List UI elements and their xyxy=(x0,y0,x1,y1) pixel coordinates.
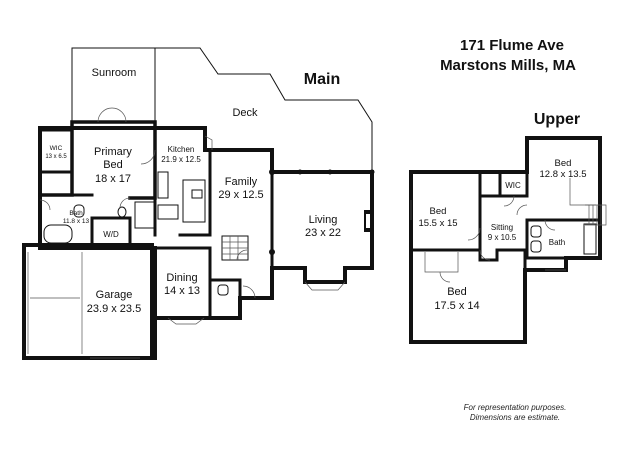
staircase xyxy=(585,204,607,226)
bay-window xyxy=(204,135,213,150)
wic-upper-label: WIC xyxy=(505,181,521,190)
kitchen-counter xyxy=(157,204,179,220)
upper-floor-title: Upper xyxy=(534,111,580,128)
column-post xyxy=(369,169,375,175)
closet xyxy=(569,178,596,206)
sitting-dims: 9 x 10.5 xyxy=(488,233,517,242)
door-swing xyxy=(503,195,515,207)
primary-bed-label-2: Bed xyxy=(103,159,123,171)
garage-dims: 23.9 x 23.5 xyxy=(87,303,141,315)
bed-b-dims: 12.8 x 13.5 xyxy=(539,169,586,180)
main-floor-title: Main xyxy=(304,71,340,88)
door-swing xyxy=(544,219,556,231)
bath-main-dims: 11.8 x 13 xyxy=(63,218,90,225)
bath-wall xyxy=(38,193,132,250)
bathtub xyxy=(43,224,73,244)
kitchen-counter xyxy=(157,171,169,199)
stair-treads xyxy=(222,236,248,260)
sink xyxy=(117,206,127,218)
column-post xyxy=(269,169,275,175)
bay-window xyxy=(167,317,205,325)
address-line-1: 171 Flume Ave xyxy=(460,37,564,54)
bay-window xyxy=(304,281,346,291)
garage-wall xyxy=(22,243,154,360)
column-post xyxy=(327,169,333,175)
door-swing xyxy=(479,249,491,261)
primary-bed-label-1: Primary xyxy=(94,146,132,158)
toilet xyxy=(530,240,542,253)
deck-outline xyxy=(155,47,373,172)
kitchen-dims: 21.9 x 12.5 xyxy=(161,155,201,164)
dining-dims: 14 x 13 xyxy=(164,285,200,297)
living-dims: 23 x 22 xyxy=(305,227,341,239)
living-label: Living xyxy=(309,214,338,226)
toilet xyxy=(217,284,229,296)
closet xyxy=(424,252,459,273)
garage-label: Garage xyxy=(96,289,133,301)
wic-main-dims: 13 x 6.5 xyxy=(45,154,67,160)
door-swing xyxy=(39,199,51,211)
sink xyxy=(191,189,203,199)
bed-b-label: Bed xyxy=(555,158,572,169)
bed-a-dims: 15.5 x 15 xyxy=(418,218,457,229)
dining-label: Dining xyxy=(166,272,197,284)
bed-c-dims: 17.5 x 14 xyxy=(434,300,479,312)
bath-upper-label: Bath xyxy=(549,238,565,247)
door-swing xyxy=(439,271,451,283)
door-swing xyxy=(516,204,528,216)
primary-bed-dims: 18 x 17 xyxy=(95,173,131,185)
primary-bed-wall xyxy=(38,120,157,200)
kitchen-island xyxy=(182,179,206,223)
door-swing xyxy=(119,197,131,209)
pantry xyxy=(134,201,156,229)
sitting-label: Sitting xyxy=(491,223,513,232)
dining-wall xyxy=(153,246,242,320)
disclaimer-line-1: For representation purposes. xyxy=(464,403,567,412)
sunroom-label: Sunroom xyxy=(92,67,137,79)
shower xyxy=(583,223,597,255)
toilet xyxy=(73,204,85,218)
main-floor-plan xyxy=(22,47,375,360)
bed-c-label: Bed xyxy=(447,286,467,298)
door-swing xyxy=(242,285,256,299)
door-swing xyxy=(467,227,481,241)
family-dims: 29 x 12.5 xyxy=(218,189,263,201)
kitchen-label: Kitchen xyxy=(168,145,195,154)
family-label: Family xyxy=(225,176,258,188)
bath-main-label: Bath xyxy=(69,210,83,217)
french-door-swing xyxy=(97,107,127,123)
sunroom-outline xyxy=(71,47,156,122)
column-post xyxy=(297,169,303,175)
upper-floor-plan xyxy=(409,136,607,344)
wic-wall xyxy=(38,128,74,174)
column-post xyxy=(269,249,275,255)
toilet xyxy=(530,225,542,238)
deck-label: Deck xyxy=(232,107,258,119)
wd-label: W/D xyxy=(103,230,119,239)
disclaimer-line-2: Dimensions are estimate. xyxy=(470,413,560,422)
stair-swing xyxy=(236,249,248,261)
address-line-2: Marstons Mills, MA xyxy=(440,57,576,74)
bed-a-label: Bed xyxy=(430,206,447,217)
wic-main-label: WIC xyxy=(50,145,63,152)
door-swing xyxy=(140,149,156,165)
fireplace-opening xyxy=(366,214,370,228)
